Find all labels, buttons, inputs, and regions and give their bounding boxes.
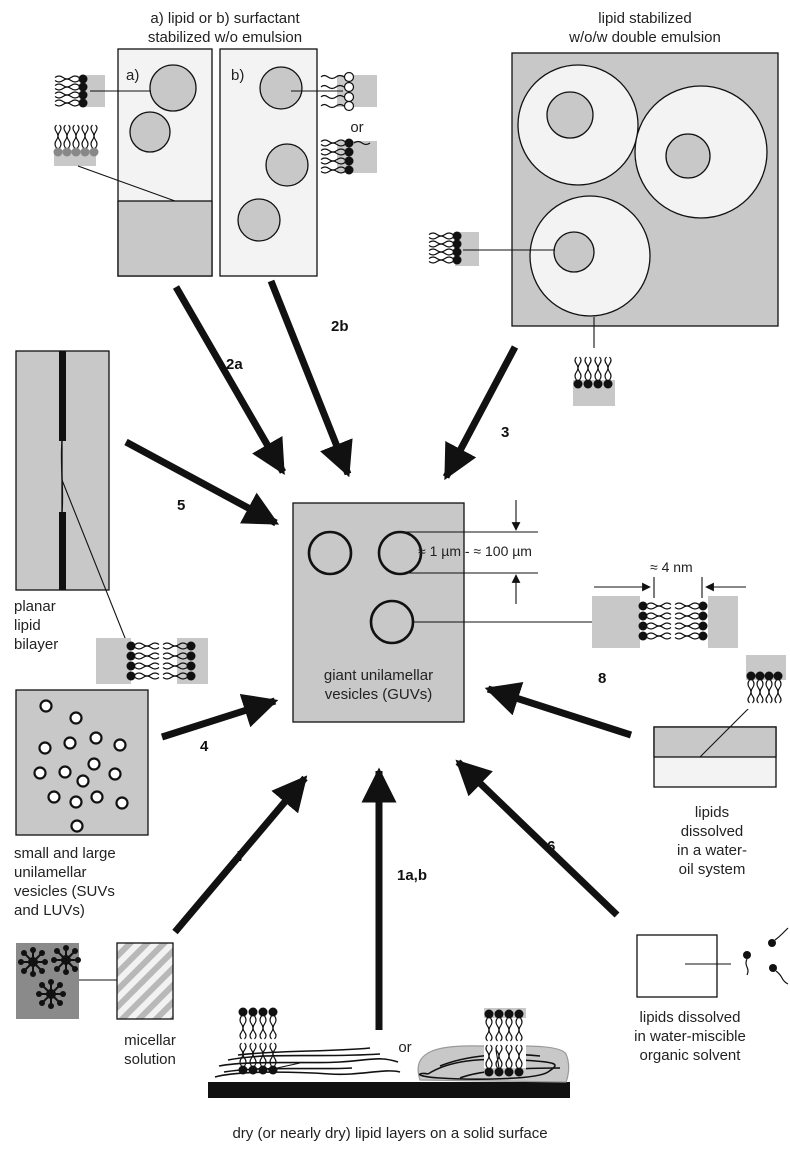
organic-solvent-group: [637, 928, 788, 997]
lipid-bilayer-inset: [96, 638, 208, 684]
arrow-6: [458, 762, 617, 915]
lipid-monolayer-inset-b: [321, 139, 377, 175]
double-emulsion-group: [427, 53, 778, 406]
route-label-2a: 2a: [226, 356, 243, 373]
lipid-inset-double-bottom: [573, 317, 615, 406]
thickness-inset: [592, 577, 746, 648]
water-oil-inset: [746, 655, 786, 709]
route-label-8: 8: [598, 670, 606, 687]
label-box-a: a): [126, 66, 146, 85]
label-dry-layers: dry (or nearly dry) lipid layers on a so…: [160, 1124, 620, 1143]
free-lipids-icon: [743, 928, 788, 984]
label-organic-solvent: lipids dissolved in water-miscible organ…: [600, 1008, 780, 1065]
arrow-8: [488, 689, 631, 735]
micelle-group: [16, 943, 173, 1019]
label-wo-emulsion: a) lipid or b) surfactant stabilized w/o…: [105, 9, 345, 47]
route-label-6: 6: [547, 838, 555, 855]
route-label-2b: 2b: [331, 318, 349, 335]
route-label-5: 5: [177, 497, 185, 514]
route-label-1ab: 1a,b: [397, 867, 427, 884]
label-planar-bilayer: planar lipid bilayer: [14, 597, 74, 654]
label-guv: giant unilamellar vesicles (GUVs): [293, 666, 464, 704]
arrow-4: [162, 701, 275, 737]
label-suv-luv: small and large unilamellar vesicles (SU…: [14, 844, 154, 920]
label-or-bottom: or: [390, 1038, 420, 1057]
label-water-oil: lipids dissolved in a water- oil system: [652, 803, 772, 879]
suv-luv-group: [16, 690, 148, 835]
route-label-4: 4: [200, 738, 208, 755]
label-double-emulsion: lipid stabilized w/o/w double emulsion: [535, 9, 755, 47]
dry-bilayer-inset-left: [239, 1008, 301, 1075]
wo-emulsion-group: [47, 49, 377, 276]
water-oil-group: [654, 655, 786, 787]
route-label-7: 7: [237, 848, 245, 865]
arrow-2a: [176, 287, 283, 472]
label-thickness: ≈ 4 nm: [650, 558, 720, 577]
route-label-3: 3: [501, 424, 509, 441]
dry-bilayer-inset-right: [484, 1008, 526, 1077]
label-box-b: b): [231, 66, 251, 85]
dry-lipid-layers-group: [208, 1008, 570, 1099]
arrow-2b: [271, 281, 348, 474]
arrow-5: [126, 442, 276, 523]
label-or-top: or: [340, 118, 374, 137]
label-size-range: ≈ 1 µm - ≈ 100 µm: [418, 542, 618, 561]
label-micellar: micellar solution: [110, 1031, 190, 1069]
arrow-3: [446, 347, 515, 477]
